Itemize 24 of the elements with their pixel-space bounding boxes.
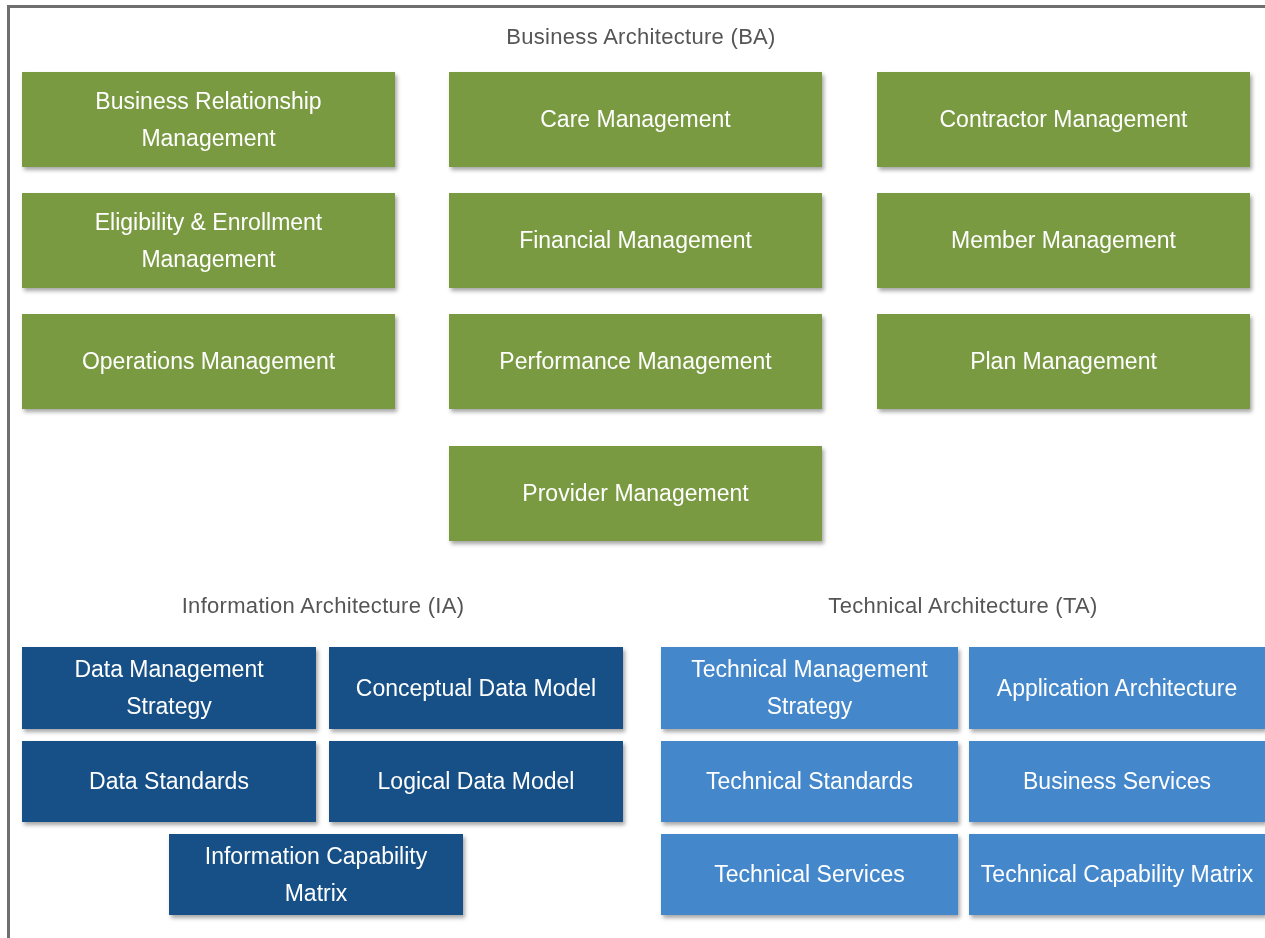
capability-box: Business Relationship Management [22,72,395,167]
capability-box: Business Services [969,741,1265,822]
capability-box: Application Architecture [969,647,1265,729]
capability-box: Care Management [449,72,822,167]
capability-box: Provider Management [449,446,822,541]
section-heading: Technical Architecture (TA) [828,593,1098,619]
capability-box: Technical Standards [661,741,958,822]
capability-box: Conceptual Data Model [329,647,623,729]
capability-box: Operations Management [22,314,395,409]
capability-box: Eligibility & Enrollment Management [22,193,395,288]
section-heading: Business Architecture (BA) [506,24,776,50]
capability-box: Performance Management [449,314,822,409]
capability-box: Information Capability Matrix [169,834,463,915]
capability-box: Data Standards [22,741,316,822]
capability-box: Logical Data Model [329,741,623,822]
capability-box: Financial Management [449,193,822,288]
section-heading: Information Architecture (IA) [181,593,465,619]
capability-box: Plan Management [877,314,1250,409]
capability-box: Technical Services [661,834,958,915]
capability-box: Technical Management Strategy [661,647,958,729]
capability-box: Data Management Strategy [22,647,316,729]
capability-box: Member Management [877,193,1250,288]
capability-box: Technical Capability Matrix [969,834,1265,915]
capability-box: Contractor Management [877,72,1250,167]
